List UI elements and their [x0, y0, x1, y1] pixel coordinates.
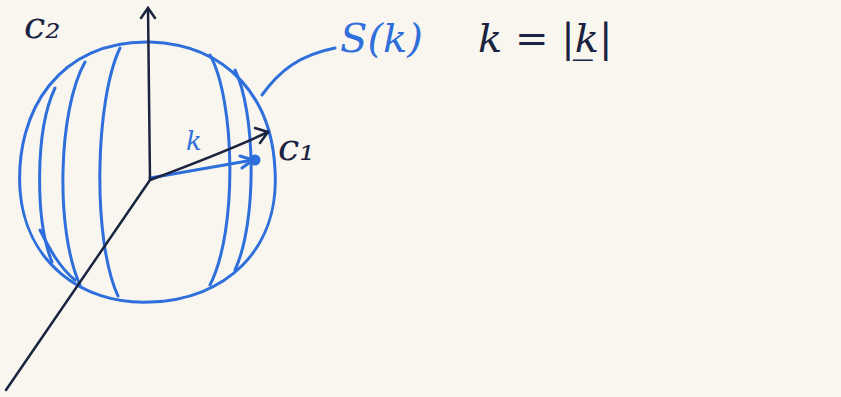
axis-c1	[150, 132, 268, 180]
leader-line	[262, 48, 335, 95]
surface-label: S(k)	[340, 18, 423, 58]
sphere-meridian	[210, 55, 230, 285]
axis-c2	[148, 8, 150, 180]
axis-label: c₂	[24, 6, 61, 44]
sphere-meridian	[63, 62, 85, 285]
definition-label: k = |k̲|	[478, 18, 612, 58]
axis-head	[141, 8, 155, 18]
sphere-meridian	[100, 48, 120, 296]
axis-label: c₁	[278, 128, 315, 166]
sphere-meridian	[235, 70, 251, 270]
vector-label: k	[186, 128, 202, 154]
sphere-outline	[20, 42, 276, 302]
surface-point	[251, 156, 259, 164]
sphere-meridian	[40, 230, 75, 280]
axis-c3	[6, 180, 150, 390]
axis-head	[255, 128, 268, 143]
